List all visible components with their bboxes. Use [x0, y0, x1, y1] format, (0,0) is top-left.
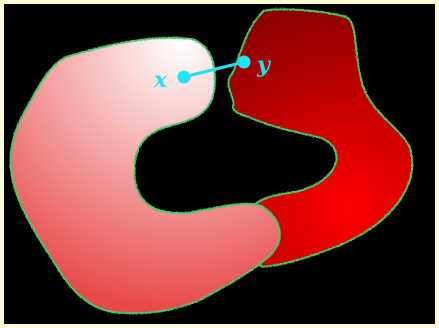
point-x-label: x [153, 67, 168, 93]
point-y-marker [238, 56, 251, 69]
point-y-label: y [256, 52, 272, 78]
point-x-marker [178, 71, 191, 84]
diagram-canvas: x y [4, 4, 435, 324]
